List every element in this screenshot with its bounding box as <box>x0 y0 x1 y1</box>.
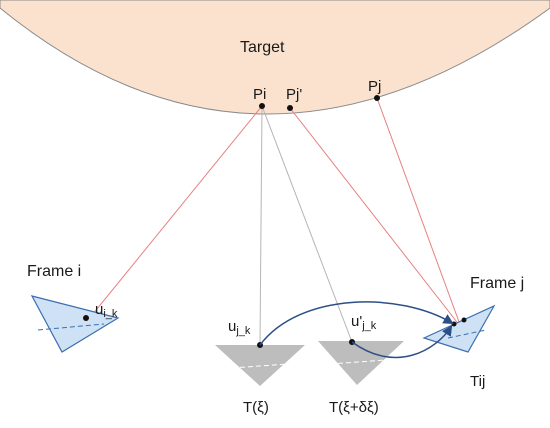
frame-j-camera <box>422 304 496 353</box>
label-t-xi-dxi: T(ξ+δξ) <box>329 399 379 416</box>
camera-t-xi-dxi <box>318 341 404 385</box>
point-frame-j-b <box>461 317 467 323</box>
label-tij: Tij <box>470 373 485 390</box>
point-pi-label: Pi <box>253 86 266 103</box>
frame-i-plane-line <box>37 323 105 331</box>
ray-pi-u-prime-jk <box>261 105 353 343</box>
ray-pj-frame-j <box>376 97 463 331</box>
label-t-xi: T(ξ) <box>243 399 269 416</box>
frame-j-plane-line <box>447 329 487 339</box>
point-pj-label: Pj <box>368 78 381 95</box>
point-pj <box>374 95 380 101</box>
frame-j-label: Frame j <box>470 275 524 292</box>
label-u-prime-jk: u'j_k <box>351 313 377 332</box>
arrow-u-prime-jk-to-frame-j <box>351 325 453 359</box>
point-pj-prime-label: Pj' <box>286 86 302 103</box>
point-pj-prime <box>287 105 293 111</box>
point-pi <box>259 103 265 109</box>
label-u-ik: ui_k <box>95 301 118 320</box>
ray-pj-prime-frame-j <box>289 107 461 327</box>
target-surface <box>0 0 550 115</box>
frame-i-label: Frame i <box>27 263 81 280</box>
arrow-u-jk-to-frame-j <box>259 301 454 346</box>
label-u-jk: uj_k <box>228 318 251 337</box>
ray-pi-u-jk <box>259 105 263 345</box>
point-frame-j-a <box>451 321 457 327</box>
ray-pi-frame-i <box>61 105 263 353</box>
target-label: Target <box>240 39 285 56</box>
point-u-ik <box>83 315 89 321</box>
frame-i-camera <box>30 295 120 353</box>
camera-t-xi-plane-line <box>231 363 289 369</box>
camera-t-xi-dxi-plane-line <box>329 359 387 365</box>
